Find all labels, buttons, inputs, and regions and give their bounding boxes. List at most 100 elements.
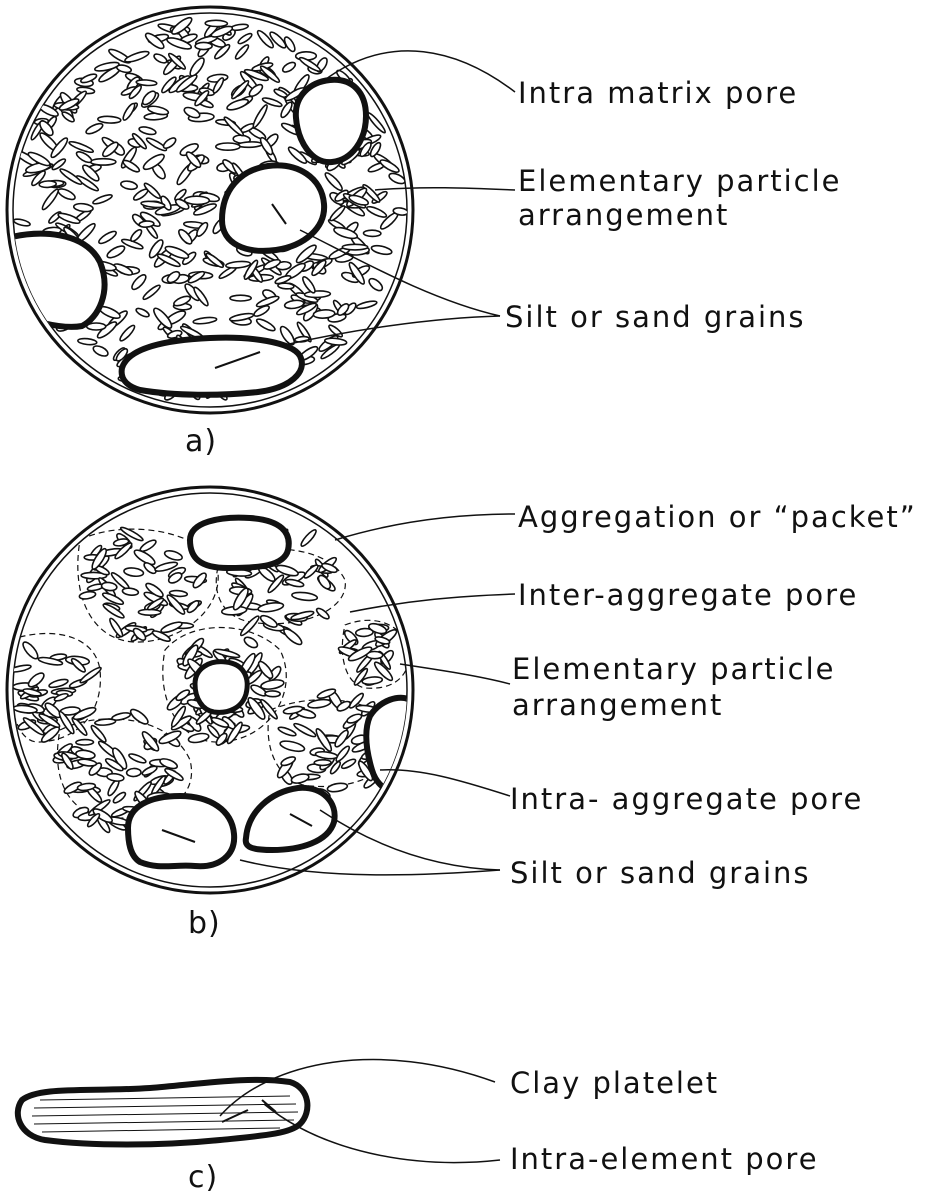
clay-particle [184,196,209,205]
panel-a-grain-bottom [122,338,302,395]
clay-particle [226,261,251,269]
clay-particle [282,627,304,647]
label-silt-sand-grains: Silt or sand grains [505,300,806,334]
clay-particle [275,563,299,577]
panel-b-grain-bottom-right [246,788,335,850]
clay-particle [226,97,250,112]
clay-particle [290,772,309,784]
clay-particle [239,614,261,637]
clay-particle [366,111,387,134]
clay-particle [91,159,116,165]
clay-particle [129,707,151,726]
clay-particle [293,722,317,739]
clay-particle [101,582,117,592]
panel-c [18,1060,500,1163]
clay-particle [280,755,296,767]
panel-b [7,487,515,893]
clay-particle [363,230,381,237]
clay-particle [230,295,251,301]
clay-particle [21,640,41,661]
label-intra-matrix-pore: Intra matrix pore [518,76,798,110]
clay-particle [107,773,125,782]
clay-particle [142,284,162,302]
clay-particle [277,726,296,738]
clay-particle [106,244,127,260]
clay-particle [128,752,147,764]
clay-particle [188,732,210,744]
clay-particle [124,49,150,63]
clay-particle [327,782,348,793]
clay-particle [314,760,331,766]
clay-particle [195,42,212,49]
panel-a-grain-left [0,234,105,327]
clay-particle [346,712,363,724]
clay-particle [123,567,143,577]
clay-particle [57,187,77,202]
clay-particle [92,193,113,205]
clay-particle [48,678,68,689]
clay-particle [79,591,96,601]
caption-c: c) [188,1160,218,1195]
clay-particle [328,204,346,222]
clay-particle [76,739,94,745]
clay-particle [85,122,104,136]
clay-particle [164,549,184,562]
clay-particle [153,52,168,64]
clay-particle [13,218,31,227]
label-intra-element-pore: Intra-element pore [510,1142,819,1176]
clay-particle [9,664,31,674]
clay-particle [122,587,139,596]
clay-particle [73,203,93,213]
label-inter-aggregate-pore: Inter-aggregate pore [518,578,858,612]
clay-particle [237,32,253,45]
clay-particle [315,751,338,760]
clay-particle [205,20,227,27]
clay-particle [304,291,330,298]
clay-particle [193,316,217,324]
panel-a-leader-grain-1 [300,230,500,316]
clay-particle [223,115,245,137]
clay-particle [216,143,240,150]
clay-particle [285,578,304,588]
caption-b: b) [188,906,221,941]
clay-particle [255,317,276,333]
label-elementary-particle: Elementary particle [518,164,842,198]
clay-particle [136,79,157,86]
panel-b-leader-inter [350,594,515,612]
clay-particle [183,105,202,119]
caption-a: a) [185,424,217,459]
clay-particle [188,56,207,78]
clay-particle [366,205,388,219]
clay-particle [342,244,367,250]
clay-particle [135,307,150,319]
label-intra-aggregate-pore: Intra- aggregate pore [510,782,863,816]
clay-particle [281,60,297,73]
clay-particle [162,136,178,150]
clay-particle [121,102,136,121]
clay-particle [371,244,393,256]
clay-particle [340,758,356,770]
label-elementary-particle-b: Elementary particle [512,652,836,686]
clay-particle [130,273,148,292]
clay-particle [120,180,138,191]
clay-particle [251,104,269,129]
clay-particle [299,528,318,548]
panel-b-grain-top [190,518,289,568]
clay-particle [258,601,285,613]
panel-a-leader-elementary [375,188,515,190]
clay-particle [129,228,143,243]
clay-particle [78,338,98,346]
clay-particle [356,300,377,310]
clay-particle [362,676,383,685]
clay-particle [118,324,136,343]
clay-particle [315,607,331,621]
clay-particle [265,691,280,697]
panel-b-leader-grain-2 [240,860,500,875]
panel-a [0,7,515,413]
clay-particle [75,749,95,759]
clay-particle [291,591,317,601]
label-arrangement: arrangement [518,198,729,232]
label-silt-sand-grains-b: Silt or sand grains [510,856,811,890]
clay-particle [39,181,56,188]
panel-b-leader-elementary [400,664,510,684]
